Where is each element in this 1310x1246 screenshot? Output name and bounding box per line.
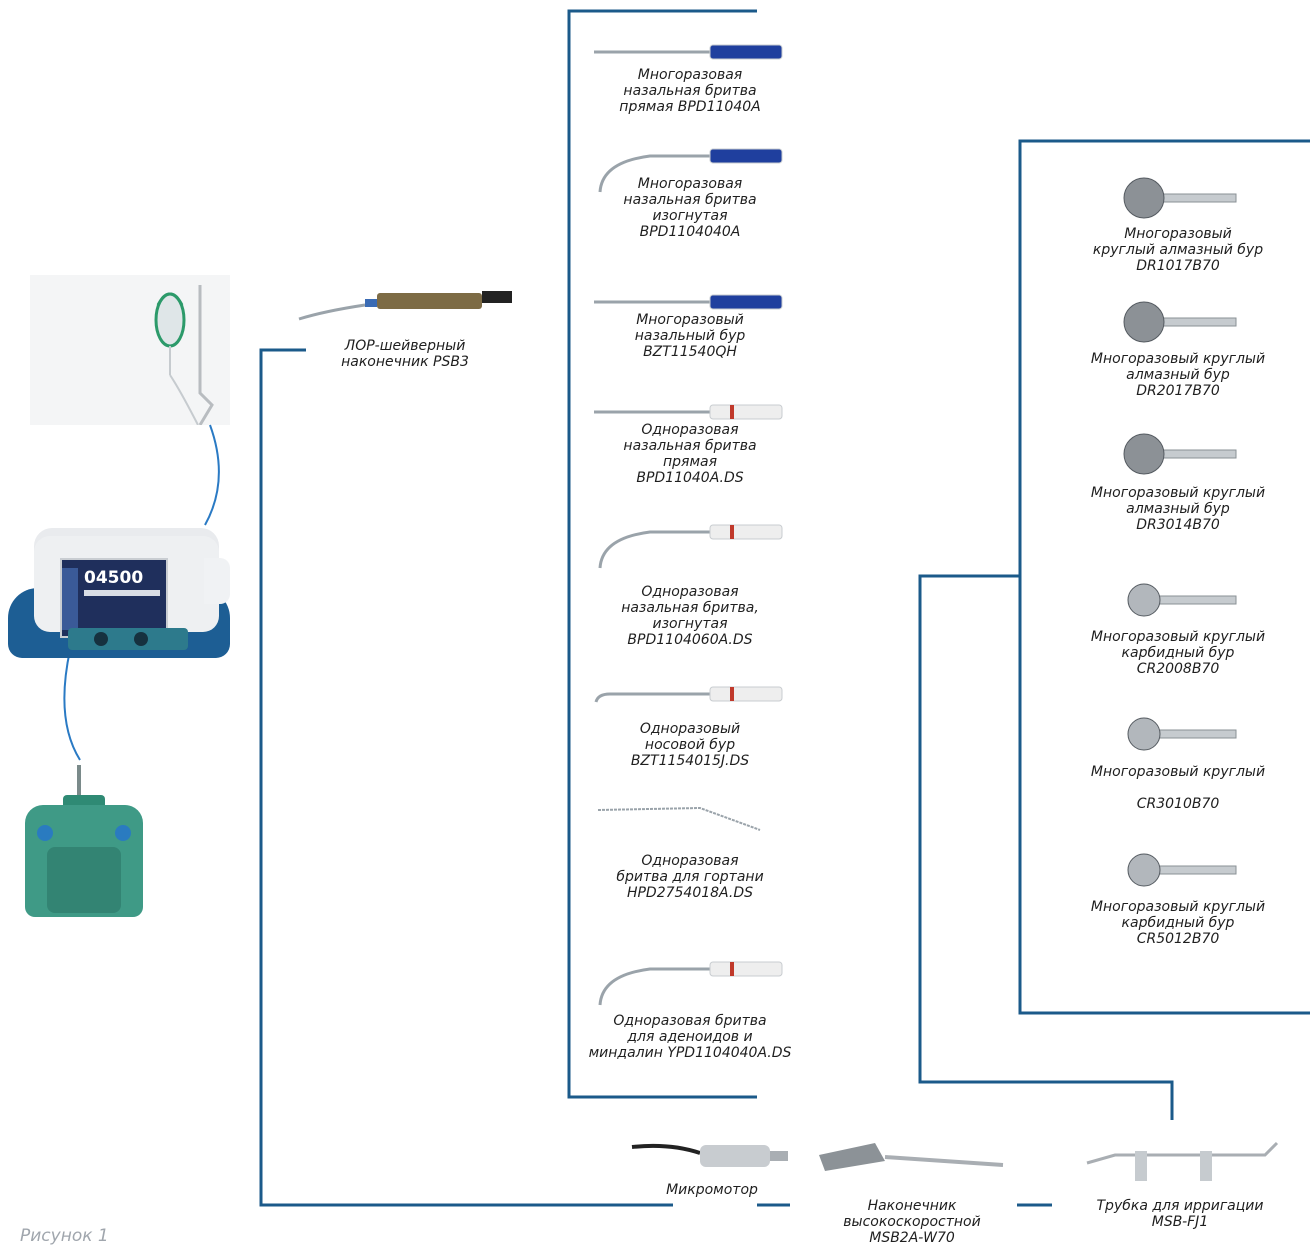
bur-label-5: Многоразовый круглый xyxy=(1091,764,1265,780)
label-line: назальная бритва xyxy=(623,83,757,99)
label-line: для аденоидов и xyxy=(627,1029,753,1045)
label-line: Одноразовый xyxy=(639,721,741,737)
label-line: назальная бритва, xyxy=(621,600,759,616)
label-line: алмазный бур xyxy=(1126,501,1230,517)
label-line: Многоразовая xyxy=(637,67,743,83)
tubing-image xyxy=(63,424,220,761)
label-line: Многоразовый круглый xyxy=(1090,629,1266,645)
bracket-blades xyxy=(567,9,757,1099)
label-line: миндалин YPD1104040A.DS xyxy=(588,1045,792,1061)
figure-caption: Рисунок 1 xyxy=(20,1226,109,1246)
blade-image xyxy=(598,148,783,193)
label-line: BPD1104040A xyxy=(639,224,741,240)
label-line: карбидный бур xyxy=(1121,915,1235,931)
label-line: Трубка для ирригации xyxy=(1096,1198,1264,1214)
label-line: Многоразовый xyxy=(636,312,744,328)
micromotor-label: Микромотор xyxy=(666,1182,758,1198)
carbide-bur-image xyxy=(1127,583,1237,617)
diamond-bur-image xyxy=(1123,301,1237,343)
label-line: BPD1104060A.DS xyxy=(627,632,753,648)
bur-label-6: CR3010B70 xyxy=(1137,796,1220,812)
label-line: Микромотор xyxy=(666,1182,758,1198)
label-line: прямая xyxy=(662,454,718,470)
label-line: Многоразовая xyxy=(637,176,743,192)
blade-image xyxy=(594,294,783,310)
hs-handpiece-label: Наконечник высокоскоростной MSB2A-W70 xyxy=(843,1198,980,1246)
label-line: Многоразовый круглый xyxy=(1090,351,1266,367)
label-line: BPD11040A.DS xyxy=(636,470,744,486)
foot-pedal-image xyxy=(25,765,143,917)
bur-label-3: Многоразовый круглый алмазный бур DR3014… xyxy=(1091,485,1265,533)
shaver-handpiece-image xyxy=(298,291,512,321)
irrigation-tube-label: Трубка для ирригации MSB-FJ1 xyxy=(1097,1198,1264,1230)
label-line: HPD2754018A.DS xyxy=(626,885,754,901)
carbide-bur-image xyxy=(1127,717,1237,751)
label-line: Наконечник xyxy=(867,1198,957,1214)
label-line: высокоскоростной xyxy=(843,1214,981,1230)
label-line: Одноразовая xyxy=(641,584,739,600)
blade-label-7: Одноразовая бритва для гортани HPD275401… xyxy=(616,853,763,901)
label-line: назальный бур xyxy=(634,328,746,344)
connector-burs-tube xyxy=(918,574,1174,1120)
label-line: изогнутая xyxy=(652,616,728,632)
diamond-bur-image xyxy=(1123,433,1237,475)
blade-image xyxy=(594,44,783,60)
label-line: CR3010B70 xyxy=(1136,796,1220,812)
bur-label-2: Многоразовый круглый алмазный бур DR2017… xyxy=(1091,351,1265,399)
blade-label-2: Многоразовая назальная бритва изогнутая … xyxy=(623,176,756,240)
blade-label-6: Одноразовый носовой бур BZT1154015J.DS xyxy=(631,721,749,769)
label-line: BZT1154015J.DS xyxy=(630,753,750,769)
blade-image xyxy=(594,686,783,703)
label-line: MSB2A-W70 xyxy=(869,1230,955,1246)
label-line: Одноразовая xyxy=(641,853,739,869)
blade-label-3: Многоразовый назальный бур BZT11540QH xyxy=(635,312,746,360)
high-speed-handpiece-image xyxy=(819,1143,1004,1171)
blade-image xyxy=(598,961,783,1006)
label-line: Многоразовый круглый xyxy=(1090,485,1266,501)
label-line: прямая BPD11040A xyxy=(619,99,761,115)
micromotor-image xyxy=(631,1143,788,1167)
label-line: CR5012B70 xyxy=(1136,931,1220,947)
blade-image xyxy=(597,806,761,831)
irrigation-tube-image xyxy=(1086,1141,1279,1181)
label-line: круглый алмазный бур xyxy=(1092,242,1264,258)
blade-image xyxy=(598,524,783,569)
label-line: MSB-FJ1 xyxy=(1151,1214,1209,1230)
diamond-bur-image xyxy=(1123,177,1237,219)
blade-label-8: Одноразовая бритва для аденоидов и минда… xyxy=(589,1013,792,1061)
label-line: наконечник PSB3 xyxy=(341,354,469,370)
bur-label-4: Многоразовый круглый карбидный бур CR200… xyxy=(1091,629,1265,677)
label-line: алмазный бур xyxy=(1126,367,1230,383)
bur-label-7: Многоразовый круглый карбидный бур CR501… xyxy=(1091,899,1265,947)
label-line: носовой бур xyxy=(644,737,736,753)
label-line: Одноразовая xyxy=(641,422,739,438)
blade-image xyxy=(594,404,783,420)
label-line: назальная бритва xyxy=(623,438,757,454)
console-unit-image: 04500 xyxy=(8,528,230,658)
bur-label-1: Многоразовый круглый алмазный бур DR1017… xyxy=(1093,226,1263,274)
label-line: DR1017B70 xyxy=(1136,258,1220,274)
label-line: Одноразовая бритва xyxy=(613,1013,767,1029)
label-line: бритва для гортани xyxy=(616,869,764,885)
console-display-value: 04500 xyxy=(84,568,144,588)
irrigation-stand-image xyxy=(30,275,230,425)
label-line: карбидный бур xyxy=(1121,645,1235,661)
blade-label-5: Одноразовая назальная бритва, изогнутая … xyxy=(621,584,759,648)
blade-label-1: Многоразовая назальная бритва прямая BPD… xyxy=(619,67,760,115)
carbide-bur-image xyxy=(1127,853,1237,887)
label-line: Многоразовый круглый xyxy=(1090,899,1266,915)
handpiece-label: ЛОР-шейверный наконечник PSB3 xyxy=(341,338,469,370)
label-line: Многоразовый xyxy=(1124,226,1232,242)
label-line: ЛОР-шейверный xyxy=(344,338,466,354)
label-line: CR2008B70 xyxy=(1136,661,1220,677)
label-line: изогнутая xyxy=(652,208,728,224)
label-line: назальная бритва xyxy=(623,192,757,208)
blade-label-4: Одноразовая назальная бритва прямая BPD1… xyxy=(623,422,756,486)
bracket-main xyxy=(259,348,673,1207)
label-line: DR2017B70 xyxy=(1136,383,1220,399)
label-line: DR3014B70 xyxy=(1136,517,1220,533)
label-line: Многоразовый круглый xyxy=(1090,764,1266,780)
label-line: BZT11540QH xyxy=(643,344,737,360)
